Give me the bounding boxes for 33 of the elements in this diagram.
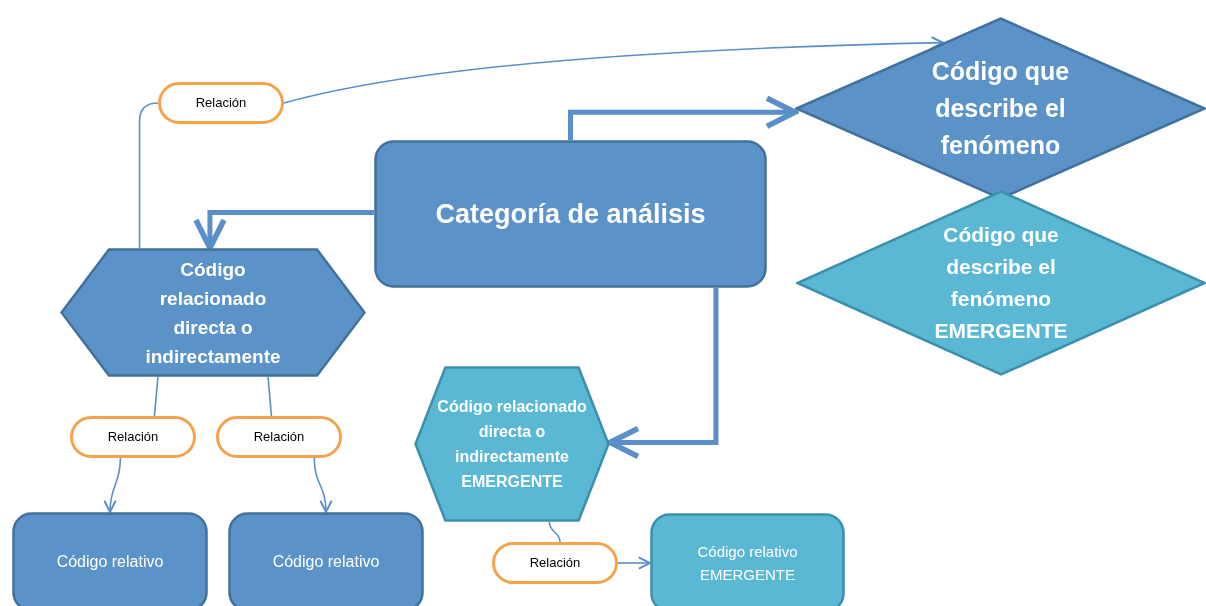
arrow (313, 457, 333, 513)
node-text: Código relativo (56, 552, 164, 572)
pill-label (70, 416, 196, 458)
arrow (617, 556, 651, 570)
thick-arrow (568, 95, 798, 140)
node-text: Relación (107, 428, 159, 447)
pill-label (158, 82, 284, 124)
node-text: Código relativo EMERGENTE (696, 542, 799, 585)
connector-line (267, 376, 273, 417)
rounded-box (374, 140, 767, 288)
diamond-node (796, 190, 1206, 376)
pill-label (216, 416, 342, 458)
node-text: Relación (195, 94, 247, 113)
hexagon-node (414, 366, 610, 522)
node-text: Código relativo (272, 552, 380, 572)
rounded-box (228, 512, 424, 606)
node-text: Código relacionado directa o indirectamente EMERGENTE (436, 397, 588, 492)
pill-label (492, 542, 618, 584)
connector-line (548, 521, 561, 543)
node-text: Categoría de análisis (435, 197, 706, 231)
rounded-box (12, 512, 208, 606)
connector-line (153, 376, 159, 417)
rounded-box (650, 513, 845, 606)
node-text: Código que describe el fenómeno EMERGENTE (933, 222, 1069, 344)
thick-arrow (607, 288, 719, 460)
node-text: Código relacionado directa o indirectamente (144, 257, 282, 369)
node-text: Relación (253, 428, 305, 447)
connector-line (138, 102, 159, 249)
arrow (103, 457, 122, 513)
node-text: Código que describe el fenómeno (930, 56, 1071, 161)
node-text: Relación (529, 554, 581, 573)
hexagon-node (60, 248, 366, 377)
arrow (283, 36, 944, 104)
